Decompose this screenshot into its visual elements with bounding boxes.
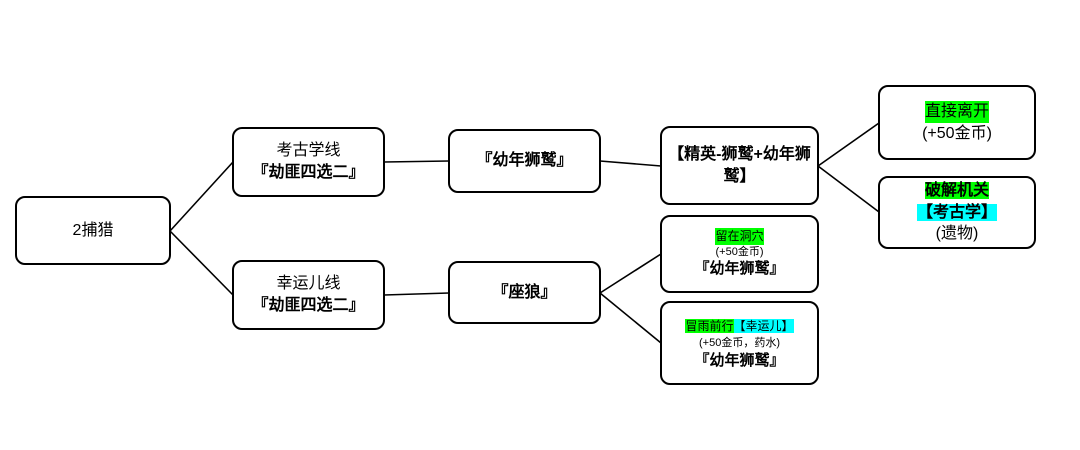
node-hunt: 2捕猎 bbox=[15, 196, 171, 265]
connector-hunt-archaeology bbox=[169, 161, 234, 232]
connector-younggriffin-elite bbox=[599, 160, 662, 167]
connector-lucky-warg bbox=[383, 292, 450, 296]
young-griffin-label: 『幼年狮鹫』 bbox=[476, 152, 573, 170]
node-lucky-line: 幸运儿线 『劫匪四选二』 bbox=[232, 260, 385, 330]
connector-elite-leave bbox=[817, 122, 880, 167]
node-archaeology-line: 考古学线 『劫匪四选二』 bbox=[232, 127, 385, 197]
node-decode-mechanism: 破解机关【考古学】 (遗物) bbox=[878, 176, 1036, 249]
stay-reward: (+50金币) bbox=[715, 245, 764, 258]
hunt-label: 2捕猎 bbox=[72, 221, 114, 239]
node-leave-directly: 直接离开 (+50金币) bbox=[878, 85, 1036, 160]
leave-action: 直接离开 bbox=[924, 100, 989, 123]
rain-reward: (+50金币，药水) bbox=[699, 337, 780, 350]
leave-reward: (+50金币) bbox=[922, 124, 992, 142]
connector-warg-rain bbox=[599, 292, 662, 344]
rain-requirement: 【幸运儿】 bbox=[733, 318, 794, 333]
connector-elite-decode bbox=[817, 165, 880, 213]
decode-requirement: 【考古学】 bbox=[916, 203, 997, 221]
node-advance-in-rain: 冒雨前行【幸运儿】 (+50金币，药水) 『幼年狮鹫』 bbox=[660, 301, 819, 385]
warg-label: 『座狼』 bbox=[492, 283, 557, 301]
rain-result: 『幼年狮鹫』 bbox=[694, 352, 785, 370]
lucky-title: 幸运儿线 bbox=[276, 275, 341, 293]
node-warg: 『座狼』 bbox=[448, 261, 601, 324]
connector-hunt-lucky bbox=[169, 230, 234, 296]
decode-action: 破解机关 bbox=[924, 182, 989, 200]
connector-warg-stay bbox=[599, 253, 662, 294]
rain-action: 冒雨前行 bbox=[685, 318, 734, 333]
stay-action: 留在洞穴 bbox=[715, 228, 764, 245]
archaeology-title: 考古学线 bbox=[276, 142, 341, 160]
node-young-griffin: 『幼年狮鹫』 bbox=[448, 129, 601, 193]
lucky-subtitle: 『劫匪四选二』 bbox=[252, 297, 365, 314]
node-elite-encounter: 【精英-狮鹫+幼年狮鹫】 bbox=[660, 126, 819, 205]
node-stay-in-cave: 留在洞穴 (+50金币) 『幼年狮鹫』 bbox=[660, 215, 819, 293]
rain-action-line: 冒雨前行【幸运儿】 bbox=[685, 315, 794, 337]
stay-result: 『幼年狮鹫』 bbox=[694, 260, 785, 278]
decode-reward: (遗物) bbox=[935, 225, 979, 243]
connector-archaeology-younggriffin bbox=[383, 160, 450, 163]
elite-label: 【精英-狮鹫+幼年狮鹫】 bbox=[668, 145, 811, 185]
archaeology-subtitle: 『劫匪四选二』 bbox=[252, 164, 365, 181]
decode-action-line: 破解机关【考古学】 bbox=[886, 180, 1028, 223]
